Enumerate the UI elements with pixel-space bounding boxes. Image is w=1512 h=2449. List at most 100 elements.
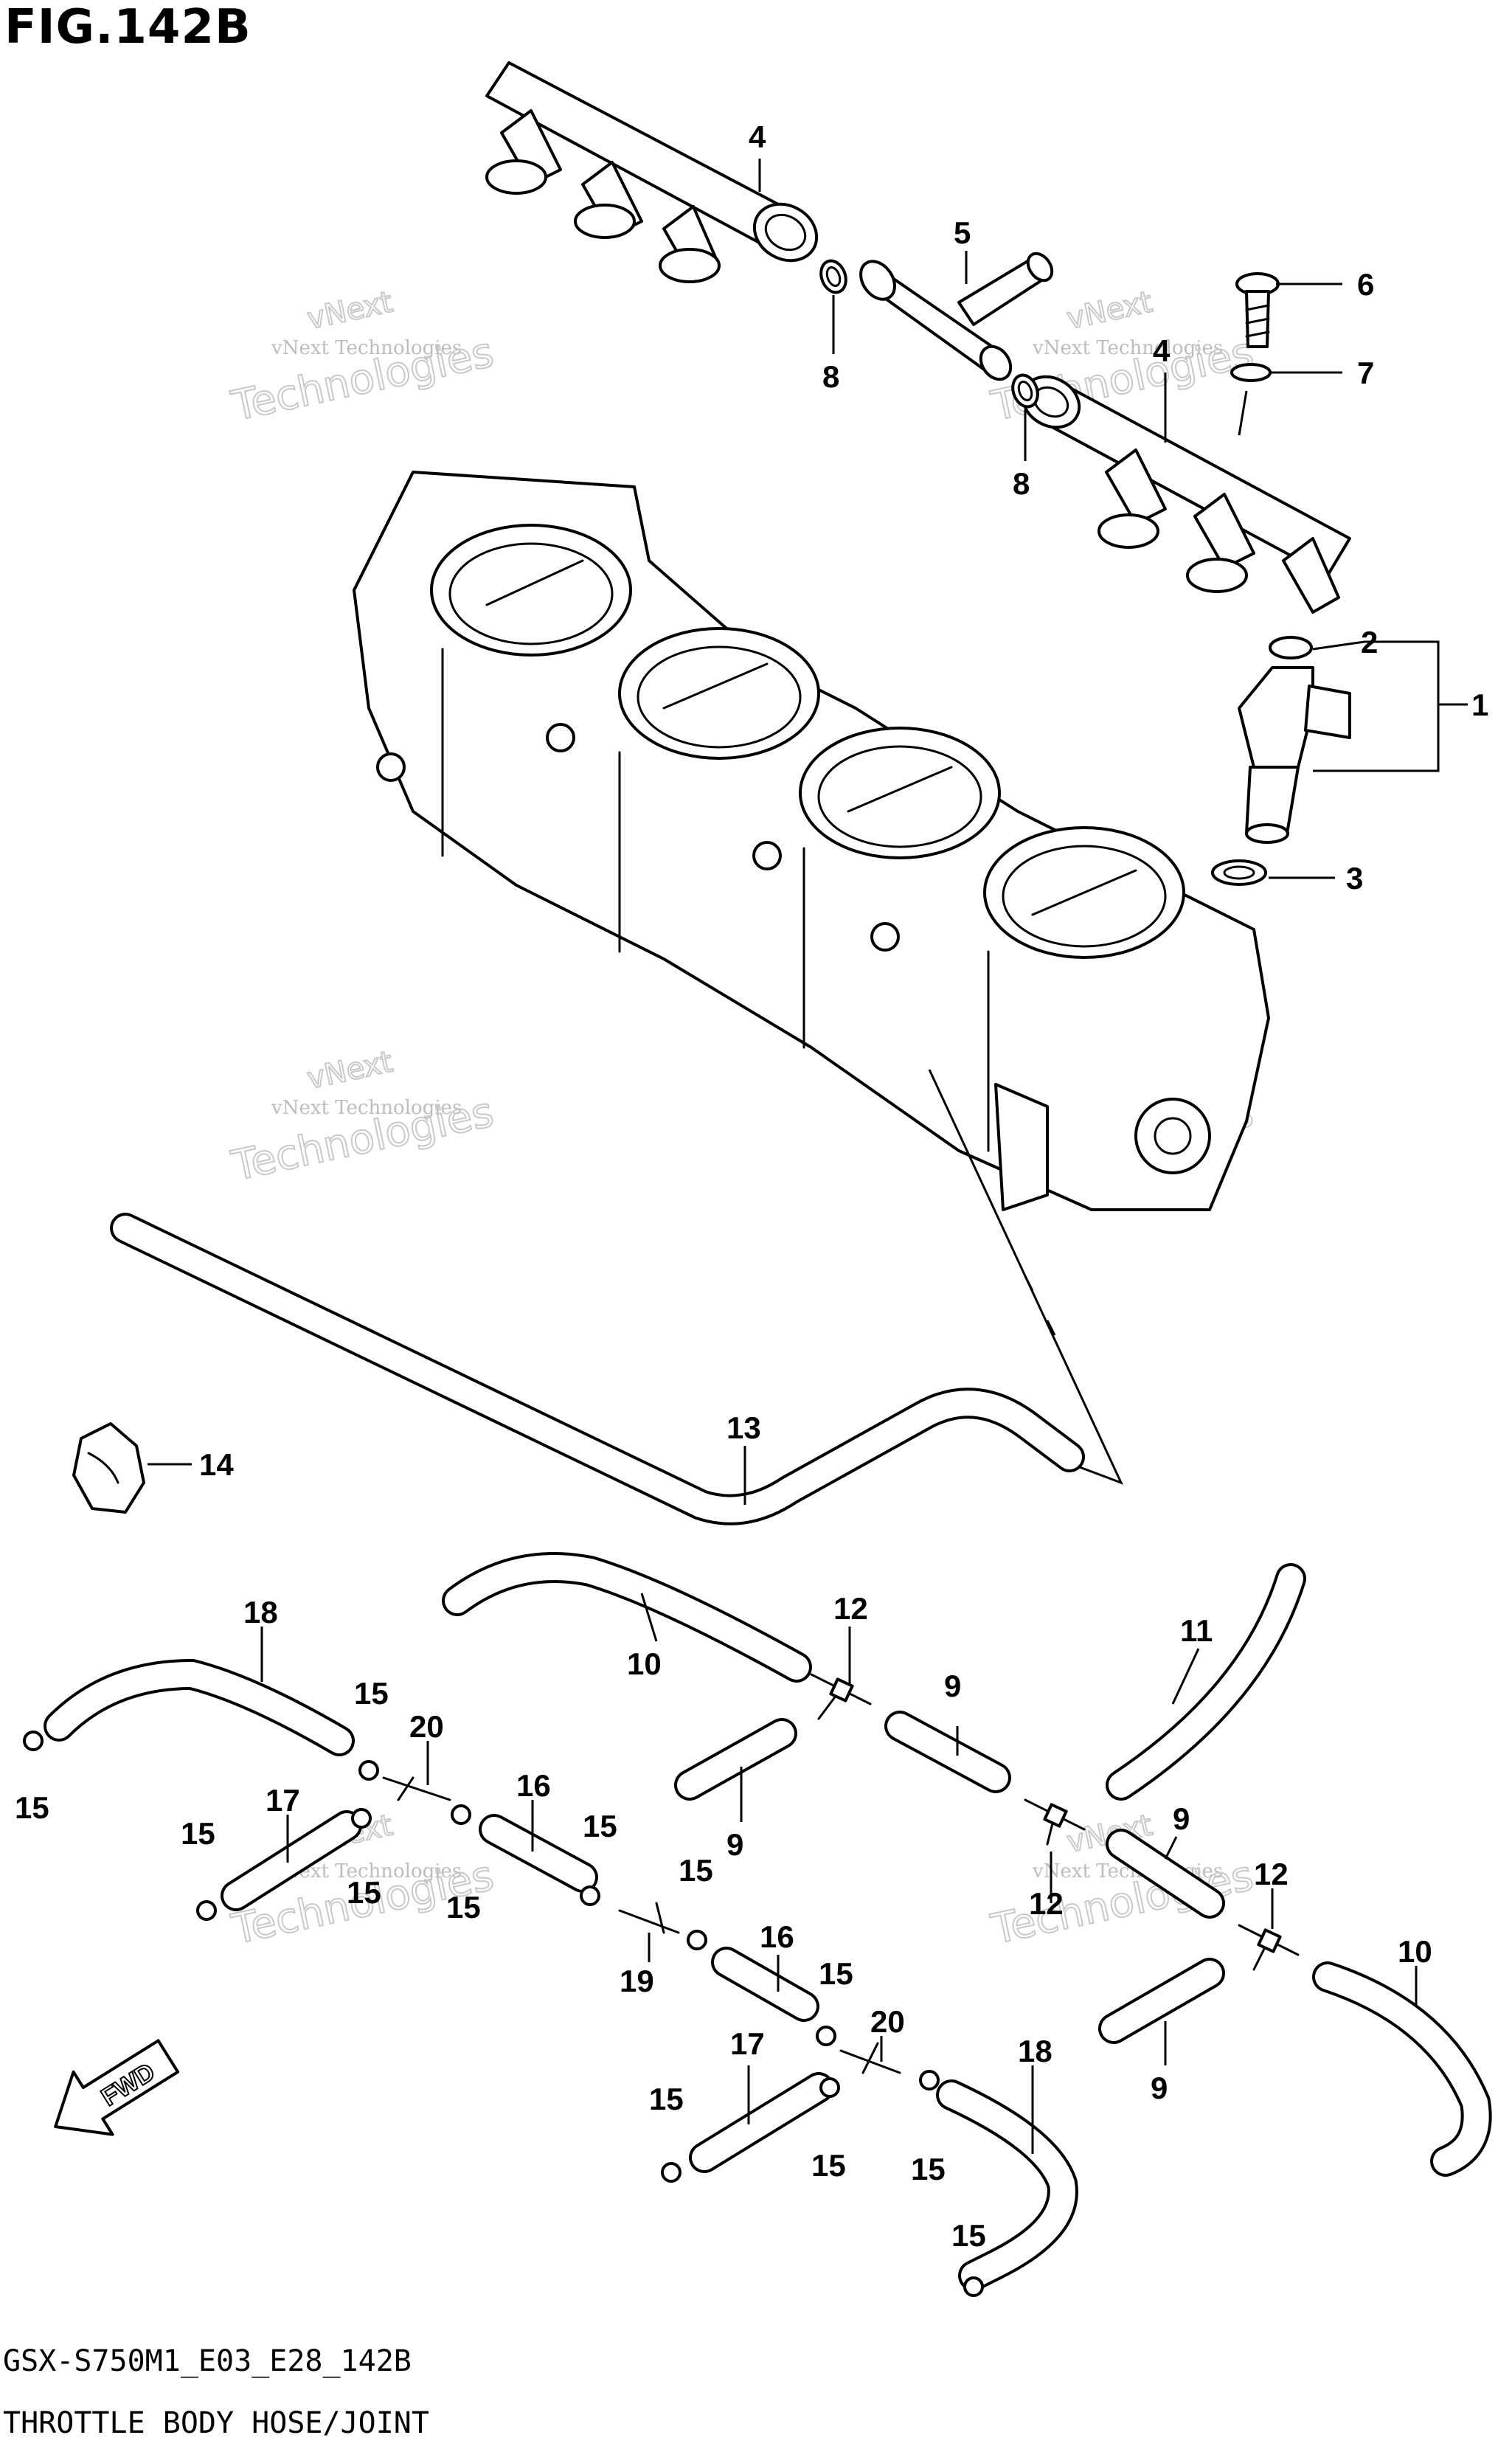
o-ring-inner [825, 266, 842, 288]
callout-4: 4 [749, 119, 766, 154]
o-ring [819, 259, 847, 294]
callout-7: 7 [1357, 356, 1374, 390]
callout-9: 9 [944, 1669, 961, 1703]
callout-labels: 1 2 3 4 4 5 6 7 8 8 13 14 18 10 12 11 9 … [15, 119, 1488, 2253]
callout-15: 15 [181, 1816, 215, 1851]
washer [1230, 363, 1272, 382]
hose-11 [1106, 1563, 1306, 1801]
hose-17-a [221, 1810, 362, 1911]
clip [819, 2077, 840, 2098]
callout-12: 12 [1029, 1886, 1064, 1921]
callout-8: 8 [822, 359, 839, 394]
clip [687, 1930, 707, 1950]
hose-16-a [479, 1814, 598, 1893]
figure-name: THROTTLE BODY HOSE/JOINT [3, 2406, 429, 2440]
callout-12: 12 [833, 1591, 868, 1626]
hose-18-left [44, 1658, 355, 1756]
hose-9-a [884, 1711, 1011, 1793]
callout-15: 15 [911, 2152, 946, 2186]
throttle-body-assembly [353, 471, 1270, 1211]
figure-title: FIG.142B [4, 0, 252, 55]
callout-15: 15 [819, 1956, 853, 1991]
injector-o-ring-lower-inner [1223, 865, 1255, 880]
hose-long-inner [113, 1216, 1082, 1523]
clip [963, 2276, 984, 2297]
callout-20: 20 [409, 1709, 444, 1744]
callout-5: 5 [954, 215, 971, 250]
callout-2: 2 [1361, 625, 1378, 659]
callout-17: 17 [730, 2026, 765, 2061]
callout-14: 14 [199, 1447, 234, 1482]
watermark-text: vNext Technologies [271, 337, 462, 359]
clip [358, 1760, 379, 1781]
t-joint [1238, 1924, 1300, 1971]
hose-18-lower [936, 2079, 1078, 2291]
callout-4: 4 [1153, 333, 1171, 368]
joint-straight [618, 1902, 680, 1934]
callout-15: 15 [811, 2148, 846, 2183]
delivery-pipe-lower [1021, 375, 1351, 614]
clip [451, 1804, 471, 1825]
callout-15: 15 [446, 1890, 481, 1925]
hose-9-b [674, 1718, 797, 1801]
joint-straight [839, 2042, 901, 2074]
callout-20: 20 [870, 2004, 905, 2039]
callout-15: 15 [951, 2218, 986, 2253]
callout-3: 3 [1346, 861, 1363, 896]
callout-13: 13 [726, 1410, 761, 1445]
clip [23, 1731, 44, 1751]
callout-9: 9 [1173, 1801, 1190, 1836]
callout-18: 18 [1018, 2034, 1052, 2068]
callout-leaders [148, 159, 1468, 2154]
callout-9: 9 [1151, 2071, 1168, 2105]
joint-pipe [859, 252, 1054, 381]
hose-clamp-bracket [72, 1422, 145, 1514]
screw [1235, 272, 1280, 348]
clip [196, 1900, 217, 1921]
clip [816, 2026, 836, 2046]
injector-o-ring-lower [1211, 859, 1267, 886]
clip [661, 2162, 682, 2183]
clip [919, 2070, 940, 2091]
fuel-injector [1238, 666, 1351, 844]
watermark-text: vNext [1064, 285, 1156, 336]
hose-10-upper [442, 1552, 812, 1683]
watermark-text: vNext Technologies [1032, 337, 1223, 359]
clip [580, 1885, 600, 1906]
callout-15: 15 [15, 1790, 49, 1825]
callout-15: 15 [583, 1809, 617, 1843]
watermark-text: vNext Technologies [271, 1097, 462, 1119]
callout-15: 15 [679, 1853, 713, 1888]
leader-line [928, 1069, 1123, 1485]
callout-1: 1 [1471, 687, 1488, 722]
joint-straight [382, 1776, 451, 1801]
callout-18: 18 [243, 1595, 278, 1629]
callout-12: 12 [1254, 1857, 1289, 1891]
t-joint [1024, 1798, 1086, 1846]
callout-15: 15 [354, 1676, 389, 1711]
callout-9: 9 [726, 1827, 743, 1862]
callout-15: 15 [347, 1875, 381, 1910]
watermark-text: vNext [305, 285, 396, 336]
callout-6: 6 [1357, 267, 1374, 302]
hose-9-c [1106, 1829, 1225, 1919]
callout-8: 8 [1013, 466, 1030, 501]
callout-15: 15 [649, 2082, 684, 2116]
hose-17-b [689, 2072, 834, 2173]
injector-o-ring-upper [1269, 636, 1313, 659]
hose-10-lower [1312, 1961, 1492, 2177]
leader-line-dashes [1024, 1275, 1056, 1336]
figure-code: GSX-S750M1_E03_E28_142B [3, 2344, 412, 2378]
o-ring-inner [1017, 380, 1033, 402]
hose-16-b [711, 1947, 819, 2022]
callout-16: 16 [760, 1919, 794, 1954]
hose-9-d [1098, 1958, 1225, 2044]
t-joint [810, 1673, 872, 1720]
callout-19: 19 [620, 1964, 654, 1998]
callout-11: 11 [1180, 1613, 1213, 1648]
callout-10: 10 [627, 1646, 662, 1681]
callout-17: 17 [266, 1783, 300, 1818]
callout-16: 16 [516, 1768, 551, 1803]
watermark-text: vNext [305, 1045, 396, 1095]
